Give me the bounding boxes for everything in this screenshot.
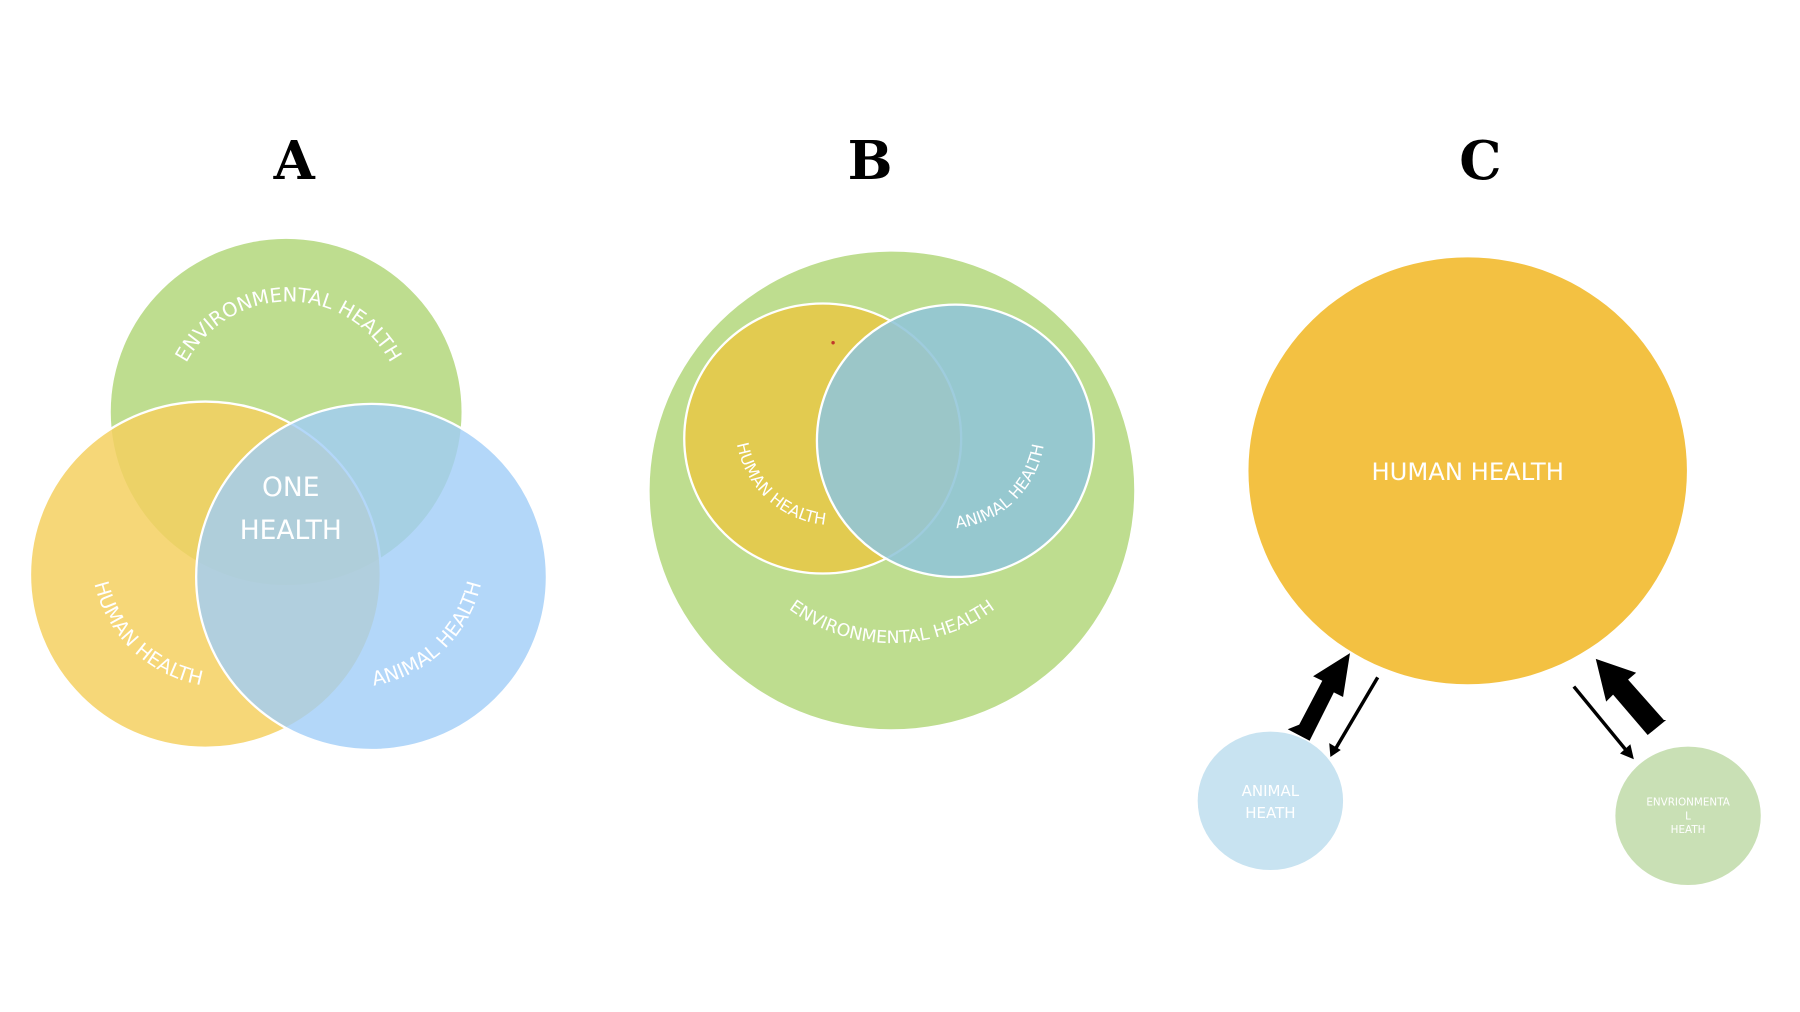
a-center-line2: HEALTH [240,515,342,546]
panel-a-label: A [273,129,316,192]
c-environmental-circle [1615,746,1761,886]
c-human-circle [1248,257,1687,685]
b-red-dot [831,341,835,345]
panel-b-venn: HUMAN HEALTH ANIMAL HEALTH ENVIRONMENTAL… [649,251,1135,730]
b-animal-circle [815,303,1095,579]
c-env-line2: L [1685,810,1691,822]
c-animal-line1: ANIMAL [1242,782,1300,800]
a-animal-circle [194,402,549,752]
panel-c-diagram: HUMAN HEALTH ANIMAL HEATH ENVRIONMENTA L… [1197,257,1761,886]
panel-b-label: B [848,129,893,192]
c-human-label: HUMAN HEALTH [1371,458,1563,486]
thin-arrow-human-to-env-icon [1572,685,1634,760]
c-env-line1: ENVRIONMENTA [1646,796,1730,808]
a-center-line1: ONE [262,472,319,503]
panel-a-venn: ENVIRONMENTAL HEALTH HUMAN HEALTH ANIMAL… [28,238,549,752]
thick-arrow-env-to-human-icon [1595,658,1667,736]
c-animal-circle [1197,731,1344,871]
c-animal-line2: HEATH [1245,804,1295,822]
c-env-line3: HEATH [1671,824,1706,836]
thin-arrow-human-to-animal-icon [1329,676,1380,757]
thick-arrow-animal-to-human-icon [1287,653,1350,741]
panel-c-label: C [1459,129,1501,192]
